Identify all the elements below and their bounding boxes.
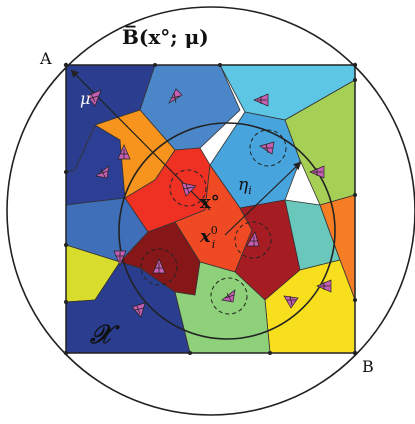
vertex-dot [153, 63, 157, 67]
vertex-dot [64, 300, 68, 304]
vertex-dot [268, 351, 272, 355]
dashed-circle [169, 169, 207, 207]
domain-square [65, 64, 356, 354]
seed-marker [316, 279, 332, 293]
seed-marker [86, 89, 102, 107]
seed-marker [181, 182, 197, 197]
dashed-circle [234, 221, 272, 259]
corner-b-label: B [362, 357, 374, 376]
x-zero-subscript: i [212, 238, 216, 251]
seed-marker [309, 165, 325, 179]
eta-subscript: i [248, 184, 252, 197]
seed-marker [152, 258, 166, 274]
ball-label: B̅(x°; μ) [122, 24, 209, 49]
cell-light-green [174, 261, 271, 354]
vertex-dot [64, 243, 68, 247]
x-circ-label: x° [200, 192, 220, 213]
seed-marker [95, 165, 110, 179]
seed-marker [221, 289, 236, 303]
dashed-circle [140, 248, 178, 286]
seed-marker [113, 250, 127, 266]
vertex-dot [353, 298, 357, 302]
eta-arrow [224, 161, 302, 236]
x-circ-text: x° [200, 192, 220, 213]
x-zero-superscript: 0 [211, 224, 218, 237]
seed-marker [117, 144, 131, 160]
seed-marker [283, 295, 299, 309]
neighborhood-circles [140, 129, 287, 315]
seed-marker [168, 88, 183, 104]
corner-a-label: A [39, 49, 52, 68]
vertex-dot [64, 170, 68, 174]
inner-ball-circle [118, 122, 336, 340]
seed-markers [86, 88, 332, 318]
seed-marker [131, 302, 146, 318]
dashed-circle [249, 129, 287, 167]
seed-marker [259, 141, 275, 155]
dashed-circle [210, 277, 248, 315]
vertex-dot [188, 351, 192, 355]
mu-label: μ [80, 89, 90, 108]
seed-marker [253, 93, 269, 107]
x-zero-text: x [199, 226, 211, 247]
vertex-dot [218, 63, 222, 67]
outer-ball-circle [6, 6, 415, 416]
seed-marker [246, 231, 260, 247]
eta-label: ηi [238, 175, 252, 197]
vertex-dot [353, 193, 357, 197]
vertex-dot [353, 78, 357, 82]
eta-text: η [238, 175, 249, 195]
